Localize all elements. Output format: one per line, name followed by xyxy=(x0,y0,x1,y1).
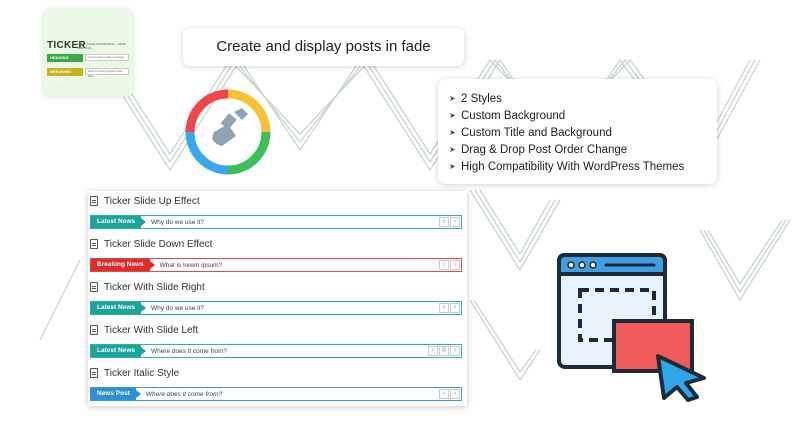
ticker-prev-button[interactable]: ‹ xyxy=(428,346,438,356)
document-icon xyxy=(90,282,98,292)
feature-item: ➤ Drag & Drop Post Order Change xyxy=(449,141,717,158)
ticker-prev-button[interactable]: ‹ xyxy=(439,389,449,399)
news-ticker: Latest News Why do we use it? ‹ › xyxy=(90,215,462,229)
ticker-next-button[interactable]: › xyxy=(450,217,460,227)
thumbnail-line-2: How to post popular news item xyxy=(85,68,129,78)
ticker-prev-button[interactable]: ‹ xyxy=(439,260,449,270)
ticker-label: Latest News xyxy=(91,345,146,357)
ticker-label: Latest News xyxy=(91,216,146,228)
ticker-demo: Ticker Slide Up Effect Latest News Why d… xyxy=(90,194,462,229)
news-ticker: Latest News Where does it come from? ‹ I… xyxy=(90,344,462,358)
ticker-next-button[interactable]: › xyxy=(450,346,460,356)
browser-window-select-icon xyxy=(557,253,706,402)
thumbnail-line-1: Lorem ipsum dolor sit amet xyxy=(85,54,129,61)
news-ticker: News Post Where does it come from? ‹ › xyxy=(90,387,462,401)
plugin-thumbnail: TICKER FADE · FADE HORIZONTAL · FADE VER… xyxy=(43,9,133,97)
demo-title-text: Ticker With Slide Right xyxy=(104,281,205,293)
demo-title: Ticker Slide Up Effect xyxy=(90,194,462,208)
ticker-pause-button[interactable]: II xyxy=(439,346,449,356)
thumbnail-bar-breaking: BREAKING NEWS xyxy=(47,68,83,82)
ticker-next-button[interactable]: › xyxy=(450,389,460,399)
news-ticker: Breaking News What is lorem ipsum? ‹ › xyxy=(90,258,462,272)
headline: Create and display posts in fade xyxy=(183,28,464,66)
thumbnail-subtitle: FADE · FADE HORIZONTAL · FADE VERTICAL xyxy=(77,42,126,50)
feature-item: ➤ 2 Styles xyxy=(449,90,717,107)
feature-item: ➤ Custom Title and Background xyxy=(449,124,717,141)
document-icon xyxy=(90,368,98,378)
ticker-next-button[interactable]: › xyxy=(450,303,460,313)
ticker-demo-panel: Ticker Slide Up Effect Latest News Why d… xyxy=(88,191,467,406)
arrow-right-icon: ➤ xyxy=(449,94,456,103)
document-icon xyxy=(90,325,98,335)
ticker-prev-button[interactable]: ‹ xyxy=(439,303,449,313)
arrow-right-icon: ➤ xyxy=(449,145,456,154)
ticker-demo: Ticker Italic Style News Post Where does… xyxy=(90,366,462,401)
ticker-demo: Ticker With Slide Right Latest News Why … xyxy=(90,280,462,315)
feature-item: ➤ Custom Background xyxy=(449,107,717,124)
demo-title-text: Ticker Italic Style xyxy=(104,367,180,379)
demo-title-text: Ticker With Slide Left xyxy=(104,324,199,336)
ticker-next-button[interactable]: › xyxy=(450,260,460,270)
feature-label: Drag & Drop Post Order Change xyxy=(461,143,628,156)
thumbnail-title: TICKER xyxy=(47,40,87,51)
demo-title: Ticker With Slide Right xyxy=(90,280,462,294)
paintbrush-ring-logo-icon xyxy=(185,89,271,175)
arrow-right-icon: ➤ xyxy=(449,128,456,137)
feature-item: ➤ High Compatibility With WordPress Them… xyxy=(449,158,717,175)
arrow-right-icon: ➤ xyxy=(449,162,456,171)
ticker-prev-button[interactable]: ‹ xyxy=(439,217,449,227)
ticker-demo: Ticker With Slide Left Latest News Where… xyxy=(90,323,462,358)
demo-title-text: Ticker Slide Down Effect xyxy=(104,238,213,250)
news-ticker: Latest News Why do we use it? ‹ › xyxy=(90,301,462,315)
feature-label: High Compatibility With WordPress Themes xyxy=(461,160,685,173)
ticker-demo: Ticker Slide Down Effect Breaking News W… xyxy=(90,237,462,272)
demo-title: Ticker With Slide Left xyxy=(90,323,462,337)
demo-title-text: Ticker Slide Up Effect xyxy=(104,195,200,207)
ticker-headline[interactable]: Why do we use it? xyxy=(150,218,205,226)
ticker-label: Breaking News xyxy=(91,259,155,271)
ticker-headline[interactable]: Where does it come from? xyxy=(145,390,223,398)
ticker-label: Latest News xyxy=(91,302,146,314)
demo-title: Ticker Italic Style xyxy=(90,366,462,380)
ticker-headline[interactable]: What is lorem ipsum? xyxy=(159,261,223,269)
feature-label: Custom Background xyxy=(461,109,566,122)
feature-label: 2 Styles xyxy=(461,92,502,105)
ticker-headline[interactable]: Why do we use it? xyxy=(150,304,205,312)
feature-list: ➤ 2 Styles ➤ Custom Background ➤ Custom … xyxy=(438,79,717,184)
demo-title: Ticker Slide Down Effect xyxy=(90,237,462,251)
ticker-headline[interactable]: Where does it come from? xyxy=(150,347,228,355)
document-icon xyxy=(90,196,98,206)
ticker-label: News Post xyxy=(91,388,141,400)
arrow-right-icon: ➤ xyxy=(449,111,456,120)
feature-label: Custom Title and Background xyxy=(461,126,612,139)
thumbnail-bar-heading: HEADING xyxy=(47,54,83,62)
document-icon xyxy=(90,239,98,249)
